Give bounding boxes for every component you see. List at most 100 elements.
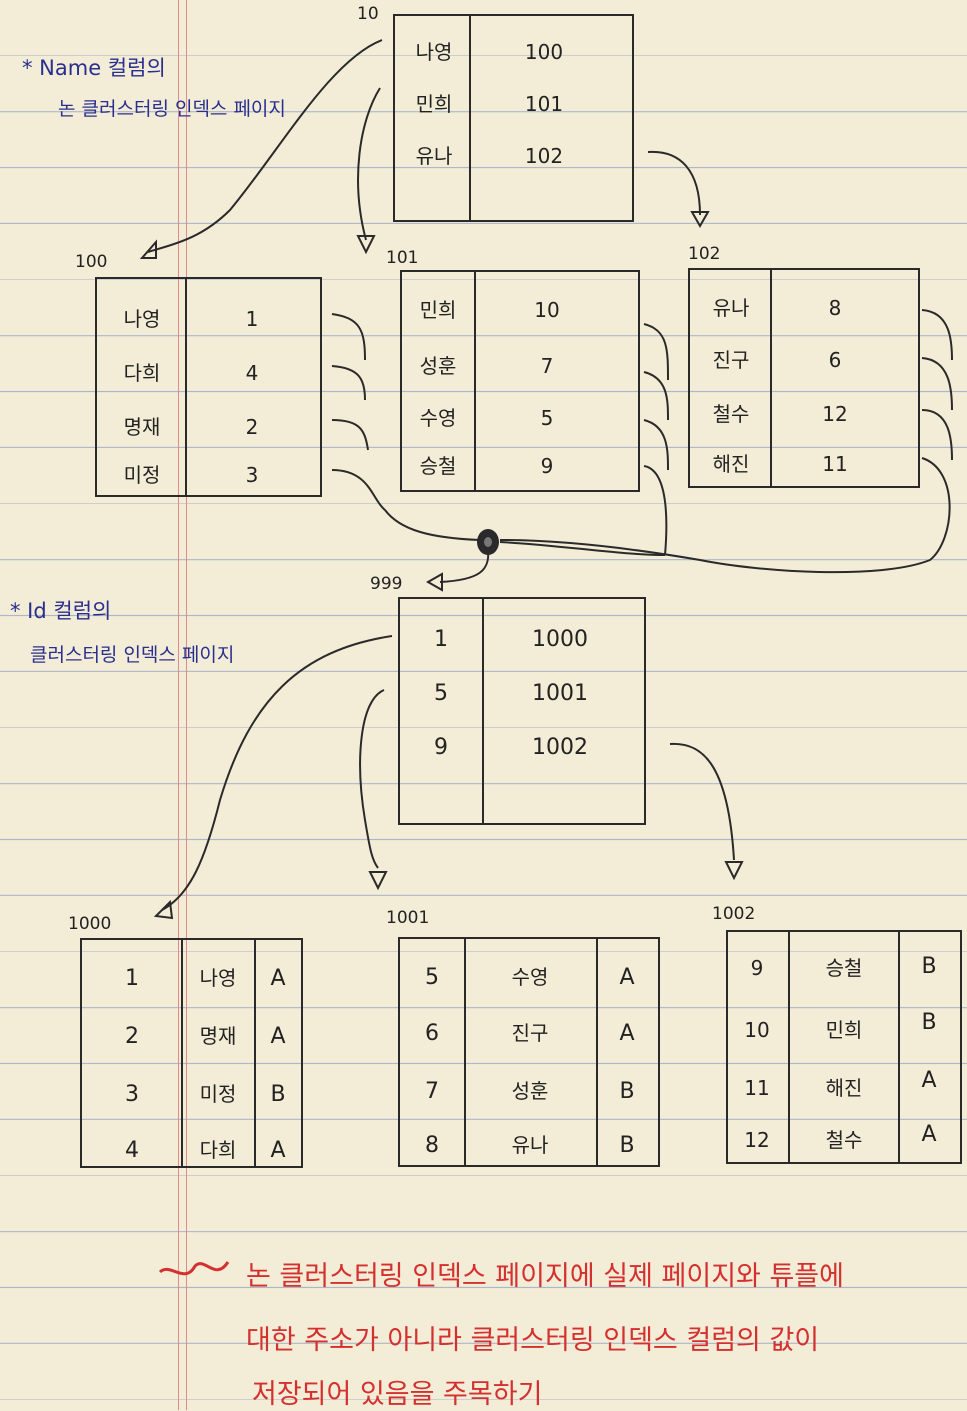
row-grade: A (921, 1068, 937, 1093)
index-key: 수영 (419, 406, 457, 430)
pointer-line (331, 313, 366, 361)
row-grade: B (270, 1082, 286, 1107)
page-number: 10 (357, 4, 379, 24)
row-id: 1 (125, 966, 139, 991)
page-pointer: 1002 (532, 735, 588, 760)
row-grade: A (619, 1021, 635, 1046)
page-number: 1002 (712, 904, 756, 924)
row-pointer: 2 (245, 415, 259, 439)
row-name: 미정 (199, 1082, 237, 1106)
arrow-999-to-page-1002 (669, 742, 735, 861)
pointer-line (643, 465, 668, 556)
index-key: 유나 (712, 296, 750, 320)
page-number: 101 (386, 248, 419, 268)
row-pointer: 7 (540, 354, 554, 378)
index-key: 다희 (123, 361, 161, 385)
page-number: 1000 (68, 914, 112, 934)
row-name: 해진 (825, 1076, 863, 1100)
index-key: 민희 (419, 298, 457, 322)
footnote-line-1: 논 클러스터링 인덱스 페이지에 실제 페이지와 튜플에 (246, 1261, 844, 1292)
page-pointer: 102 (524, 144, 564, 168)
row-pointer: 4 (245, 361, 259, 385)
bundle-line (499, 541, 666, 556)
footnote-line-2: 대한 주소가 아니라 클러스터링 인덱스 컬럼의 값이 (246, 1325, 820, 1356)
row-id: 11 (744, 1076, 770, 1100)
row-pointer: 5 (540, 406, 554, 430)
margin-line-right (186, 0, 187, 1410)
page-number: 102 (688, 244, 721, 264)
row-pointer: 1 (245, 307, 259, 331)
pointer-line (921, 309, 953, 361)
row-grade: B (921, 1010, 937, 1035)
index-key: 유나 (415, 144, 453, 168)
arrow-999-to-page-1000 (161, 635, 393, 911)
arrow-root-to-leaf-101 (357, 87, 381, 241)
arrow-root-to-leaf-102 (647, 150, 701, 216)
page-pointer: 1001 (532, 681, 588, 706)
page-pointer: 100 (524, 40, 564, 64)
row-grade: B (921, 954, 937, 979)
row-grade: B (619, 1133, 635, 1158)
row-id: 4 (125, 1138, 139, 1163)
row-name: 다희 (199, 1138, 237, 1162)
row-id: 6 (425, 1021, 439, 1046)
page-number: 1001 (386, 908, 430, 928)
arrowhead (368, 871, 388, 891)
footnote-line-3: 저장되어 있음을 주목하기 (252, 1379, 543, 1410)
id-column-title: * Id 컬럼의 (10, 599, 112, 623)
row-pointer: 3 (245, 463, 259, 487)
arrow-999-to-page-1001 (359, 689, 385, 869)
scribble-mark (158, 1261, 230, 1276)
row-pointer: 6 (828, 348, 842, 372)
bundle-line (384, 509, 481, 541)
row-pointer: 11 (822, 452, 848, 476)
name-index-leaf-page: 나영 1 다희 4 명재 2 미정 3 (95, 277, 322, 497)
data-page: 1 나영 A 2 명재 A 3 미정 B 4 다희 A (80, 938, 303, 1168)
index-key: 나영 (415, 40, 453, 64)
row-id: 3 (125, 1082, 139, 1107)
bundle-to-root-999 (439, 549, 490, 583)
pointer-line (331, 365, 366, 401)
row-pointer: 10 (534, 298, 560, 322)
index-key: 나영 (123, 307, 161, 331)
index-key: 1 (434, 627, 448, 652)
pointer-line (643, 323, 669, 381)
arrowhead (425, 572, 443, 592)
row-grade: A (270, 1138, 286, 1163)
page-number: 999 (370, 574, 403, 594)
row-pointer: 9 (540, 454, 554, 478)
row-id: 7 (425, 1079, 439, 1104)
arrowhead (139, 239, 157, 259)
row-name: 나영 (199, 966, 237, 990)
pointer-line (921, 357, 953, 411)
row-id: 10 (744, 1018, 770, 1042)
index-key: 5 (434, 681, 448, 706)
row-name: 수영 (511, 965, 549, 989)
row-name: 명재 (199, 1024, 237, 1048)
pointer-line (643, 419, 669, 471)
name-index-leaf-page: 유나 8 진구 6 철수 12 해진 11 (688, 268, 920, 488)
index-key: 해진 (712, 452, 750, 476)
index-key: 진구 (712, 348, 750, 372)
pointer-line (499, 457, 951, 574)
row-name: 승철 (825, 956, 863, 980)
row-name: 성훈 (511, 1079, 549, 1103)
pointer-line (921, 409, 953, 461)
data-page: 9 승철 B 10 민희 B 11 해진 A 12 철수 A (726, 930, 962, 1164)
row-grade: B (619, 1079, 635, 1104)
index-key: 승철 (419, 454, 457, 478)
row-id: 9 (750, 956, 764, 980)
page-pointer: 1000 (532, 627, 588, 652)
name-index-root-page: 나영 100 민희 101 유나 102 (393, 14, 634, 222)
row-id: 12 (744, 1128, 770, 1152)
row-grade: A (921, 1122, 937, 1147)
arrowhead (356, 235, 376, 255)
row-grade: A (270, 966, 286, 991)
data-page: 5 수영 A 6 진구 A 7 성훈 B 8 유나 B (398, 937, 660, 1167)
margin-line-left (178, 0, 179, 1410)
index-key: 명재 (123, 415, 161, 439)
arrow-root-to-leaf-100 (147, 39, 383, 253)
row-name: 유나 (511, 1133, 549, 1157)
arrowhead (724, 861, 744, 881)
